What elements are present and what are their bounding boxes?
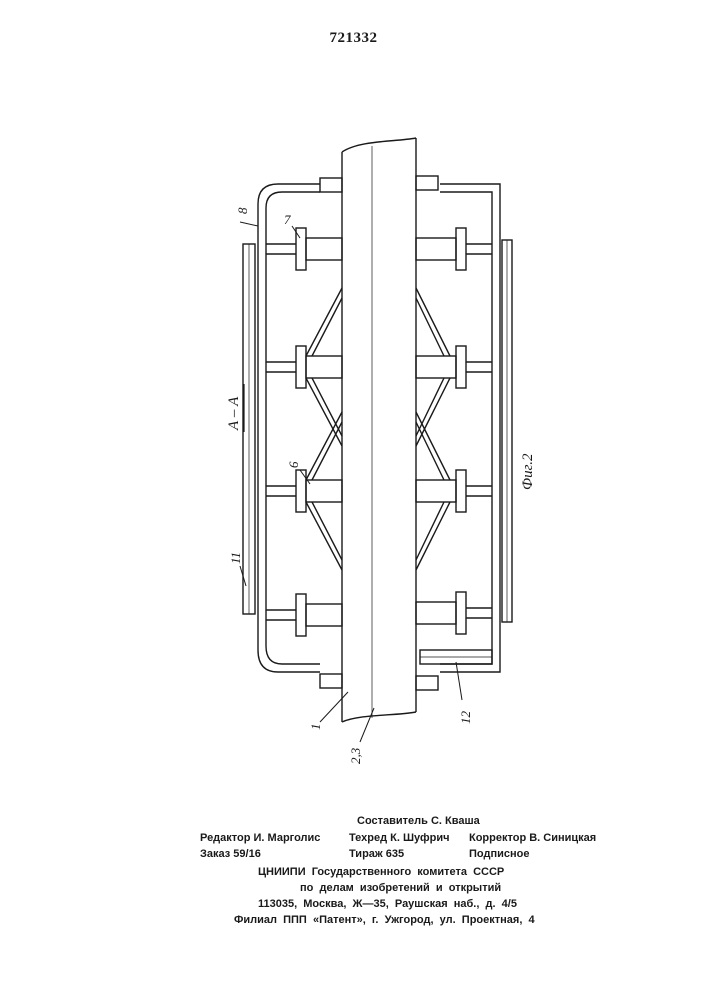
org-line-3: 113035, Москва, Ж—35, Раушская наб., д. … xyxy=(258,898,517,910)
left-bracing xyxy=(306,288,342,570)
callout-8: 8 xyxy=(235,207,250,214)
left-frame xyxy=(258,184,320,672)
bottom-box xyxy=(420,650,492,664)
left-rods xyxy=(266,244,296,620)
clamps xyxy=(320,176,438,690)
callout-7: 7 xyxy=(284,212,291,227)
right-rods xyxy=(466,244,492,618)
subscription-line: Подписное xyxy=(469,848,529,860)
corrector-line: Корректор В. Синицкая xyxy=(469,832,596,844)
callout-11: 11 xyxy=(228,552,243,564)
org-line-2: по делам изобретений и открытий xyxy=(300,882,501,894)
callout-2-3: 2,3 xyxy=(348,747,363,764)
techred-line: Техред К. Шуфрич xyxy=(349,832,449,844)
left-plate xyxy=(243,244,255,614)
section-label: А – А xyxy=(226,396,242,431)
order-line: Заказ 59/16 xyxy=(200,848,261,860)
circulation-line: Тираж 635 xyxy=(349,848,404,860)
editor-line: Редактор И. Марголис xyxy=(200,832,320,844)
right-plate xyxy=(502,240,512,622)
org-line-1: ЦНИИПИ Государственного комитета СССР xyxy=(258,866,504,878)
callout-6: 6 xyxy=(286,461,301,468)
right-frame xyxy=(440,184,500,672)
central-pipe xyxy=(342,138,416,722)
figure-label: Фиг.2 xyxy=(520,453,536,490)
callout-12: 12 xyxy=(458,711,473,725)
callout-1: 1 xyxy=(308,724,323,731)
branch-line: Филиал ППП «Патент», г. Ужгород, ул. Про… xyxy=(234,914,535,926)
compiler-line: Составитель С. Кваша xyxy=(357,815,480,827)
right-bracing xyxy=(416,288,450,570)
